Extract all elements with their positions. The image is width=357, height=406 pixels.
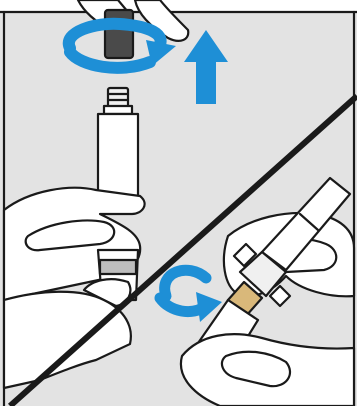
top-margin — [0, 0, 357, 12]
pen-cap — [105, 10, 133, 58]
